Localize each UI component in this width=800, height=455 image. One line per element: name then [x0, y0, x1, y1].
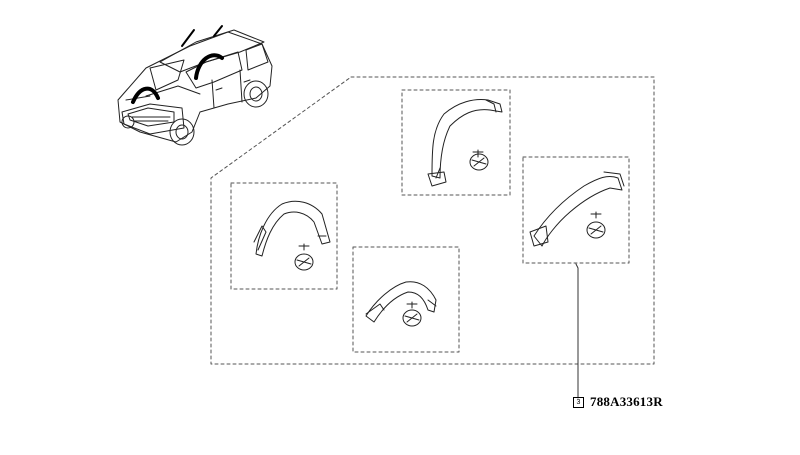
- clip-icon: [586, 211, 606, 239]
- wheel-arch-moulding-rear-right: [529, 171, 625, 247]
- vehicle-sketch: [117, 25, 273, 146]
- dashed-enclosure: [210, 76, 655, 365]
- part-number-label[interactable]: 788A33613R: [590, 394, 663, 409]
- clip-icon: [402, 301, 422, 327]
- wheel-arch-moulding-front-right: [365, 281, 437, 323]
- leader-line: [575, 263, 579, 399]
- clip-icon: [294, 243, 314, 271]
- wheel-arch-moulding-rear-left: [427, 99, 503, 187]
- wheel-arch-moulding-front-left: [253, 200, 331, 257]
- clip-icon: [469, 149, 489, 171]
- part-callout[interactable]: 3 788A33613R: [573, 394, 663, 410]
- callout-index-box: 3: [573, 396, 584, 408]
